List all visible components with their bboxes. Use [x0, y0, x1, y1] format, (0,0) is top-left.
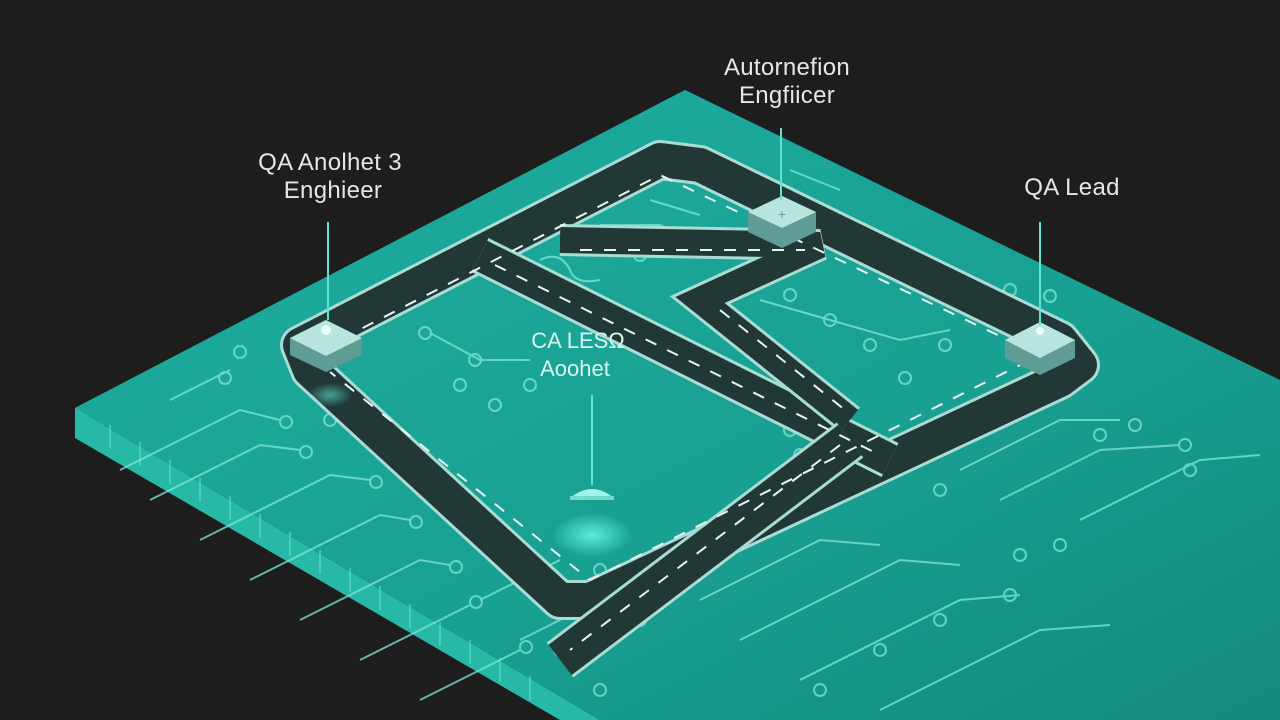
road-network: [280, 140, 1100, 678]
milestone-node-icon: [1036, 327, 1044, 335]
node-qa-analyst[interactable]: [290, 320, 362, 372]
label-center-line1: CA LESΩ: [531, 328, 625, 353]
circuit-trace-icon: [249, 513, 411, 581]
label-automation-line1: Autornefion: [724, 54, 850, 81]
milestone-node-icon: +: [778, 206, 786, 222]
label-qa-analyst-line2: Enghieer: [284, 177, 382, 204]
label-qa-lead-text: QA Lead: [1024, 174, 1120, 201]
node-qa-lead[interactable]: [1005, 322, 1075, 375]
node-center[interactable]: [570, 489, 614, 500]
circuit-trace-icon: [419, 649, 521, 701]
label-qa-analyst-line1: QA Anolhet 3: [258, 149, 402, 176]
leader-lines: [327, 128, 1041, 485]
circuit-trace-icon: [199, 473, 371, 541]
board-top: [75, 90, 1280, 720]
circuit-trace-icon: [359, 604, 471, 661]
label-qa-analyst: QA Anolhet 3 Enghieer: [258, 149, 402, 204]
label-center-line2: Aoohet: [540, 356, 610, 381]
circuit-trace-icon: [119, 408, 281, 471]
circuit-board: [75, 90, 1280, 720]
label-qa-lead: QA Lead: [1024, 174, 1120, 201]
label-center: CA LESΩ Aoohet: [531, 328, 625, 381]
circuit-trace-icon: [299, 558, 451, 621]
node-automation-engineer[interactable]: +: [748, 196, 816, 248]
milestone-node-icon: [321, 325, 331, 335]
label-automation-line2: Engfiicer: [739, 82, 835, 109]
circuit-traces: [119, 169, 1261, 711]
edge-stripes: [109, 425, 531, 700]
circuit-trace-icon: [149, 443, 301, 501]
label-automation-engineer: Autornefion Engfiicer: [724, 54, 850, 109]
